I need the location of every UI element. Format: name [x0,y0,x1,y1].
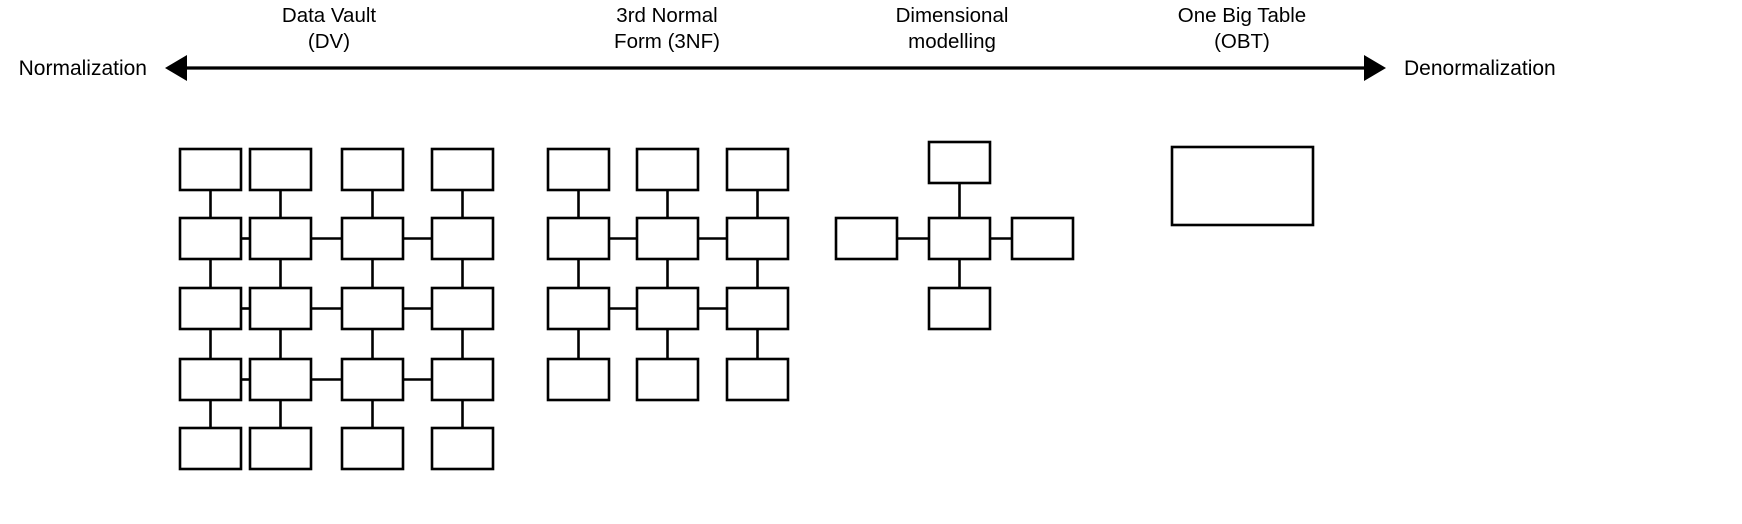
dimension-node-bottom [927,286,992,331]
column-label-line1: 3rd Normal [616,4,717,27]
table-node [178,357,243,402]
column-label-line2: (OBT) [1214,30,1270,53]
table-node [635,357,700,402]
table-node [340,286,405,331]
column-label-line1: One Big Table [1178,4,1306,27]
table-node [635,147,700,192]
model-dimensional-star [834,140,1075,331]
model-one-big-table [1170,145,1315,227]
column-label-line2: Form (3NF) [614,30,720,53]
column-label-line1: Data Vault [282,4,377,27]
axis-label-normalization: Normalization [19,57,147,80]
spectrum-axis: Normalization Denormalization [19,55,1556,81]
table-node [248,426,313,471]
table-node [430,147,495,192]
arrow-right-icon [1364,55,1386,81]
model-shapes-group [178,140,1315,471]
model-data-vault [178,147,495,471]
table-node [248,147,313,192]
table-node [178,147,243,192]
column-label-obt: One Big Table (OBT) [1178,4,1306,53]
dimension-node-right [1010,216,1075,261]
table-node [248,216,313,261]
column-label-line2: (DV) [308,30,350,53]
table-node [725,216,790,261]
table-node [635,286,700,331]
column-label-dim: Dimensional modelling [896,4,1009,53]
column-label-line2: modelling [908,30,996,53]
table-node [340,216,405,261]
table-node [178,216,243,261]
dimension-node-top [927,140,992,185]
table-node [178,286,243,331]
table-node [340,357,405,402]
table-node [340,147,405,192]
table-node [248,357,313,402]
axis-label-denormalization: Denormalization [1404,57,1556,80]
arrow-left-icon [165,55,187,81]
one-big-table-node [1170,145,1315,227]
table-node [430,216,495,261]
table-node [430,357,495,402]
dimension-node-left [834,216,899,261]
table-node [725,357,790,402]
table-node [725,147,790,192]
column-label-line1: Dimensional [896,4,1009,27]
model-third-normal-form [546,147,790,402]
column-label-dv: Data Vault (DV) [282,4,377,53]
table-node [546,216,611,261]
table-node [430,286,495,331]
table-node [546,286,611,331]
table-node [248,286,313,331]
table-node [635,216,700,261]
table-node [340,426,405,471]
table-node [430,426,495,471]
table-node [178,426,243,471]
table-node [725,286,790,331]
table-node [546,147,611,192]
table-node [546,357,611,402]
fact-node-center [927,216,992,261]
